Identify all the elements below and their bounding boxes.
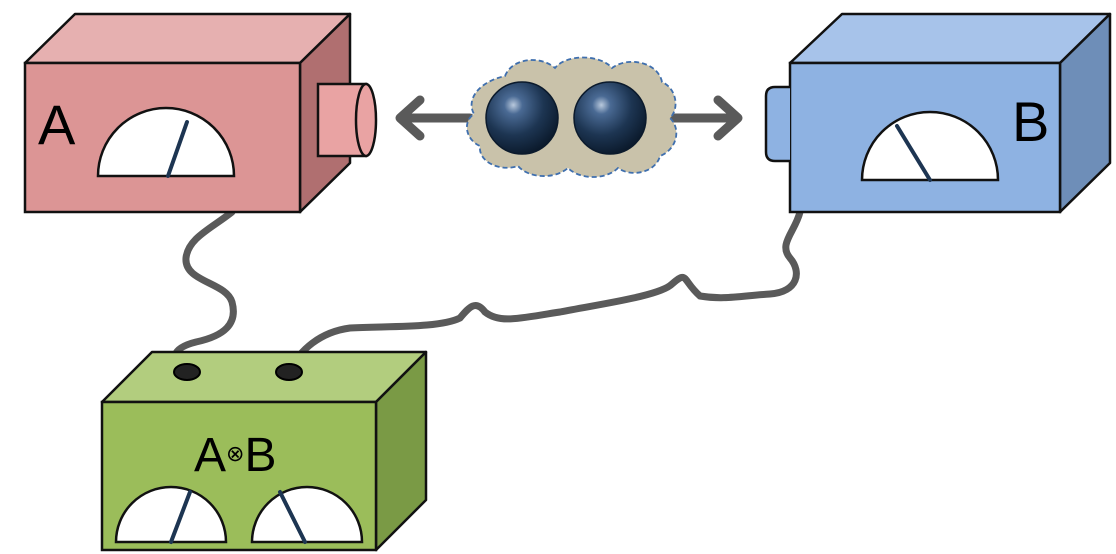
joint-detector-meter-right-needle — [278, 490, 307, 544]
joint-detector-meter-right — [250, 485, 364, 544]
detector-b-port — [764, 85, 790, 163]
detector-b-meter-needle — [895, 124, 932, 182]
joint-label-tensor-symbol: ⊗ — [226, 441, 244, 466]
joint-label-b: B — [244, 429, 276, 482]
cable-b-to-joint — [286, 208, 804, 374]
cables — [171, 208, 804, 376]
joint-detector-socket-right — [275, 363, 303, 381]
joint-detector-meter-left-needle — [169, 490, 192, 544]
detector-b-top — [788, 12, 1112, 65]
cable-a-to-joint — [171, 208, 237, 376]
detector-b-meter — [860, 110, 1000, 182]
detector-a-top — [23, 12, 352, 65]
arrow-left-head — [395, 95, 425, 141]
joint-detector: A⊗B — [100, 350, 428, 552]
joint-detector-meter-left — [114, 485, 228, 544]
entangled-source — [395, 56, 743, 178]
joint-detector-top — [100, 350, 428, 404]
detector-a-meter-needle — [166, 120, 189, 178]
joint-detector-label: A⊗B — [194, 429, 276, 482]
detector-b-label: B — [1012, 90, 1049, 153]
detector-a: A — [23, 12, 378, 214]
joint-label-a: A — [194, 429, 226, 482]
detector-a-meter — [96, 106, 236, 178]
particle-left-icon — [485, 81, 559, 155]
arrow-right-head — [713, 95, 743, 141]
detector-b: B — [764, 12, 1112, 214]
detector-a-label: A — [38, 93, 76, 156]
particle-right-icon — [573, 81, 647, 155]
joint-detector-socket-left — [173, 363, 201, 381]
detector-a-port-opening — [354, 82, 378, 158]
